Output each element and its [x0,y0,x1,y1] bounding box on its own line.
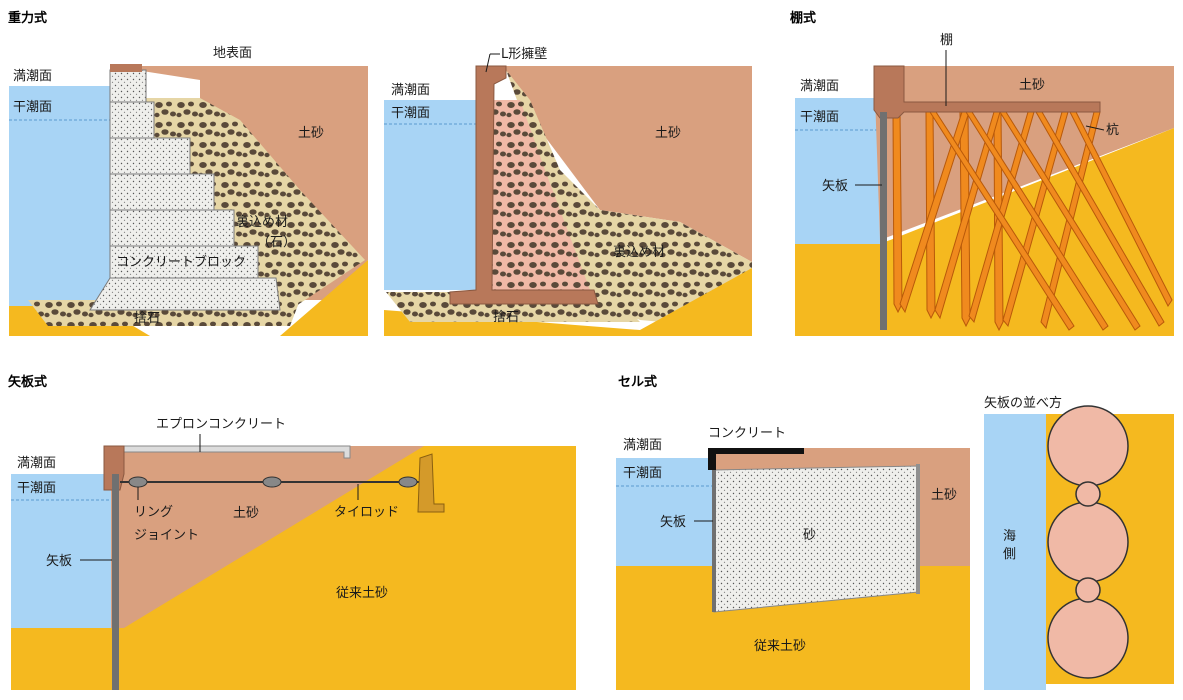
label-lwall-low-tide: 干潮面 [391,106,430,121]
arrangement-cell [1047,405,1129,487]
label-cell-high-tide: 満潮面 [623,438,662,453]
gravity-concrete-blocks [89,69,281,311]
shelf-deck [873,65,1101,119]
title-shelf: 棚式 [790,10,816,26]
lwall-leader [485,53,491,73]
panel-shelf: 棚式 満潮面 干潮面 土砂 棚 杭 矢板 [790,10,1174,336]
label-apron-concrete: エプロンコンクリート [156,417,286,432]
label-gravity-stone: （石） [257,235,296,250]
label-sheet-original-soil: 従来土砂 [336,586,388,601]
arrangement-border-fix [1046,684,1174,690]
panel-cell: セル式 満潮面 干潮面 コンクリート 土砂 矢板 砂 従来土砂 [616,374,970,690]
cell-water [616,458,712,568]
pile-leader [1085,125,1105,131]
title-cell: セル式 [618,374,657,390]
sheet-earth [111,446,424,628]
arrangement-arc [1075,577,1101,603]
label-ring: リング [134,505,173,520]
label-ground-surface: 地表面 [213,46,252,61]
shelf-sheet-pile [880,112,887,330]
label-sheet-earth: 土砂 [233,506,259,521]
panel-gravity: 重力式 満潮面 干潮面 地表面 土砂 裏込め材 （石） コンクリートブロック 捨… [8,10,368,336]
label-shelf-earth: 土砂 [1019,78,1045,93]
lwall-earth [476,66,752,262]
label-gravity-backfill: 裏込め材 [236,215,288,230]
label-shelf-low-tide: 干潮面 [800,110,839,125]
label-gravity-low-tide: 干潮面 [13,100,52,115]
label-joint: ジョイント [134,528,199,543]
label-gravity-earth: 土砂 [298,126,324,141]
label-lwall-riprap: 捨石 [493,309,519,325]
label-lwall-backfill: 裏込め材 [613,245,665,260]
label-shelf-deck: 棚 [940,33,953,48]
label-sheet-low-tide: 干潮面 [17,481,56,496]
label-sheet-pile: 矢板 [46,554,72,569]
lwall-structure [449,65,599,305]
cell-sheet-pile-right [916,464,920,594]
label-sand: 砂 [803,528,816,543]
label-concrete: コンクリート [708,426,786,441]
cell-concrete-cap [708,448,804,470]
label-side: 側 [1003,547,1016,562]
ring-joint-1 [128,476,148,488]
label-gravity-riprap: 捨石 [134,310,160,326]
label-tie-rod: タイロッド [334,505,399,520]
arrangement-arcs [1075,481,1101,603]
arrangement-cell [1047,501,1129,583]
label-cell-original-soil: 従来土砂 [754,639,806,654]
gravity-cap [110,64,142,72]
label-shelf-high-tide: 満潮面 [800,79,839,94]
lwall-water [384,100,476,290]
arrangement-arc [1075,481,1101,507]
arrangement-sea [984,414,1046,690]
title-sheet-pile: 矢板式 [8,374,47,390]
ring-joint-3 [398,476,418,488]
label-shelf-sheet-pile: 矢板 [822,179,848,194]
sheet-pile-wall [112,474,119,690]
gravity-water [9,86,111,306]
arrangement-cells [1047,405,1129,679]
label-cell-sheet-pile: 矢板 [660,515,686,530]
label-lwall-earth: 土砂 [655,126,681,141]
anchor-block [417,453,445,513]
label-sea: 海 [1003,529,1016,544]
label-l-wall: L形擁壁 [501,47,547,62]
lwall-backfill [506,70,752,330]
cell-sheet-pile [712,470,716,612]
label-cell-earth: 土砂 [931,488,957,503]
title-gravity: 重力式 [8,10,47,26]
label-pile: 杭 [1106,123,1119,138]
label-sheet-arrangement: 矢板の並べ方 [984,395,1062,411]
label-concrete-block: コンクリートブロック [116,254,246,270]
panel-arrangement: 矢板の並べ方 海 側 [984,395,1174,690]
lwall-inner-fill [490,100,590,290]
label-gravity-high-tide: 満潮面 [13,69,52,84]
label-sheet-high-tide: 満潮面 [17,456,56,471]
label-cell-low-tide: 干潮面 [623,466,662,481]
ring-joint-2 [262,476,282,488]
label-lwall-high-tide: 満潮面 [391,83,430,98]
panel-l-wall: 満潮面 干潮面 L形擁壁 土砂 裏込め材 捨石 [384,47,752,336]
panel-sheet-pile: 矢板式 満潮面 干潮面 エプロンコンクリート リング ジョイント 土砂 タイロッ… [8,374,576,690]
shelf-water [795,98,881,244]
sheet-soil-left [11,628,111,690]
gravity-soil-right [280,260,368,336]
arrangement-cell [1047,597,1129,679]
